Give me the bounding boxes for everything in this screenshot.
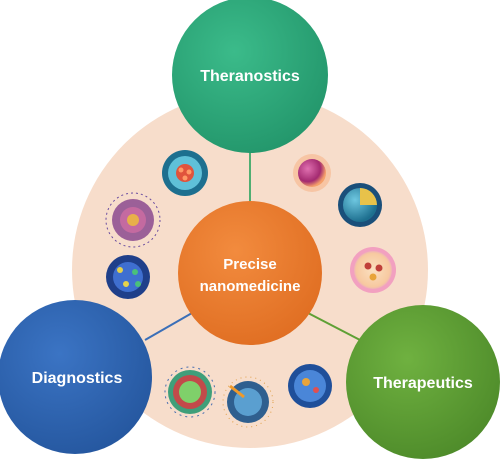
- liposome-nanoparticle-icon: [350, 247, 396, 293]
- center-label-line1: Precise: [223, 256, 276, 273]
- node-theranostics: Theranostics: [172, 0, 328, 153]
- node-diagnostics: Diagnostics: [0, 300, 152, 454]
- core-shell-nanoparticle-icon: [338, 183, 382, 227]
- center-label-line2: nanomedicine: [200, 278, 301, 295]
- micelle-nanoparticle-icon: [162, 150, 208, 196]
- dendrimer-nanoparticle-icon: [105, 192, 161, 248]
- targeted-nanocarrier-icon: [222, 376, 274, 428]
- node-theranostics-label: Theranostics: [200, 68, 300, 85]
- functionalized-liposome-icon: [164, 366, 216, 418]
- center-node: Precise nanomedicine: [178, 201, 322, 345]
- inorganic-nanoparticle-icon: [106, 255, 150, 299]
- solid-nanosphere-icon: [293, 154, 331, 192]
- node-therapeutics: Therapeutics: [346, 305, 500, 459]
- mesoporous-nanoparticle-icon: [288, 364, 332, 408]
- connector-diagnostics: [144, 312, 193, 341]
- node-therapeutics-label: Therapeutics: [373, 375, 473, 392]
- node-diagnostics-label: Diagnostics: [32, 370, 123, 387]
- connector-therapeutics: [307, 312, 361, 341]
